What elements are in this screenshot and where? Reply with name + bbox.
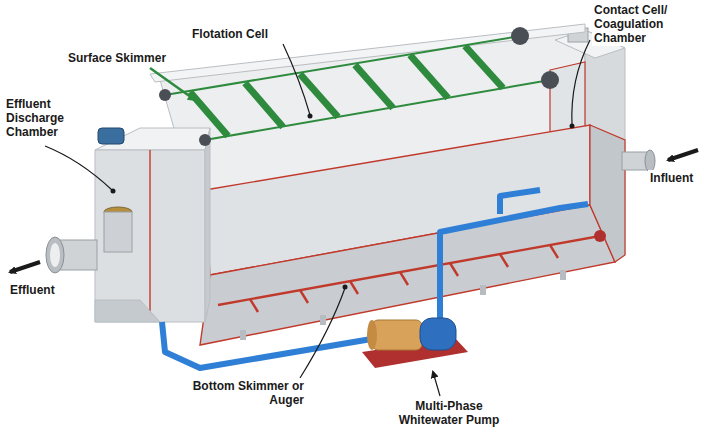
bottom-skimmer-rails [218, 236, 600, 305]
surface-skimmer [410, 55, 448, 98]
bottom-skimmer-rails [550, 245, 558, 258]
bottom-skimmer-rails [400, 272, 408, 285]
bottom-skimmer-rails [300, 290, 308, 303]
leader-lines [45, 40, 590, 396]
leader-lines [433, 372, 440, 396]
flow-arrows [10, 150, 698, 272]
leader-dots [308, 114, 313, 119]
part-label: Bottom Skimmer or Auger [190, 378, 306, 408]
leader-dots [111, 114, 575, 290]
part-label: Influent [648, 170, 695, 186]
surface-skimmer [465, 46, 503, 88]
bottom-skimmer-rails [594, 230, 606, 242]
whitewater-piping [162, 190, 588, 368]
part-label: Effluent [8, 282, 57, 298]
tank [104, 212, 132, 252]
tank [240, 330, 246, 340]
tank [149, 150, 150, 322]
tank [46, 237, 64, 273]
whitewater-pump [372, 320, 422, 350]
whitewater-pump [362, 318, 468, 368]
bottom-skimmer-rails [218, 230, 606, 312]
tank [150, 24, 585, 82]
bottom-skimmer-rails [250, 299, 258, 312]
surface-skimmer [159, 89, 171, 101]
tank [205, 128, 210, 322]
tank [645, 150, 655, 172]
part-label: Multi-Phase Whitewater Pump [388, 398, 510, 428]
part-label: Surface Skimmer [66, 50, 168, 66]
tank [560, 270, 566, 280]
part-label: Effluent Discharge Chamber [4, 96, 74, 140]
surface-skimmer [355, 65, 393, 108]
part-label: Contact Cell/ Coagulation Chamber [592, 2, 702, 46]
leader-lines [45, 146, 112, 190]
flow-arrows [668, 150, 698, 160]
whitewater-pump [367, 320, 377, 350]
surface-skimmer [511, 27, 529, 45]
tank [95, 300, 160, 322]
whitewater-piping [440, 204, 588, 330]
tank [95, 150, 205, 322]
leader-lines [572, 40, 590, 125]
part-label: Flotation Cell [190, 26, 270, 42]
leader-dots [343, 285, 348, 290]
surface-skimmer [541, 71, 559, 89]
surface-skimmer [98, 128, 124, 144]
leader-dots [111, 189, 116, 194]
surface-skimmer [98, 27, 559, 146]
tank [50, 243, 60, 267]
bottom-skimmer-rails [350, 281, 358, 294]
skimmer-leader [150, 68, 195, 100]
surface-skimmer [165, 36, 520, 95]
flow-arrows [10, 262, 40, 272]
leader-lines [283, 44, 310, 115]
whitewater-piping [500, 190, 540, 214]
surface-skimmer [190, 46, 503, 136]
whitewater-pump [420, 318, 456, 350]
bottom-skimmer-rails [450, 263, 458, 276]
leader-dots [570, 124, 575, 129]
whitewater-piping [162, 322, 395, 368]
surface-skimmer [199, 134, 211, 146]
tank [320, 315, 326, 325]
tank [46, 24, 655, 345]
surface-skimmer [245, 83, 283, 127]
surface-skimmer [190, 92, 228, 136]
bottom-skimmer-rails [500, 254, 508, 267]
tank [480, 285, 486, 295]
tank [95, 128, 210, 150]
tank [590, 125, 625, 262]
surface-skimmer [300, 74, 338, 117]
leader-lines [300, 288, 345, 378]
